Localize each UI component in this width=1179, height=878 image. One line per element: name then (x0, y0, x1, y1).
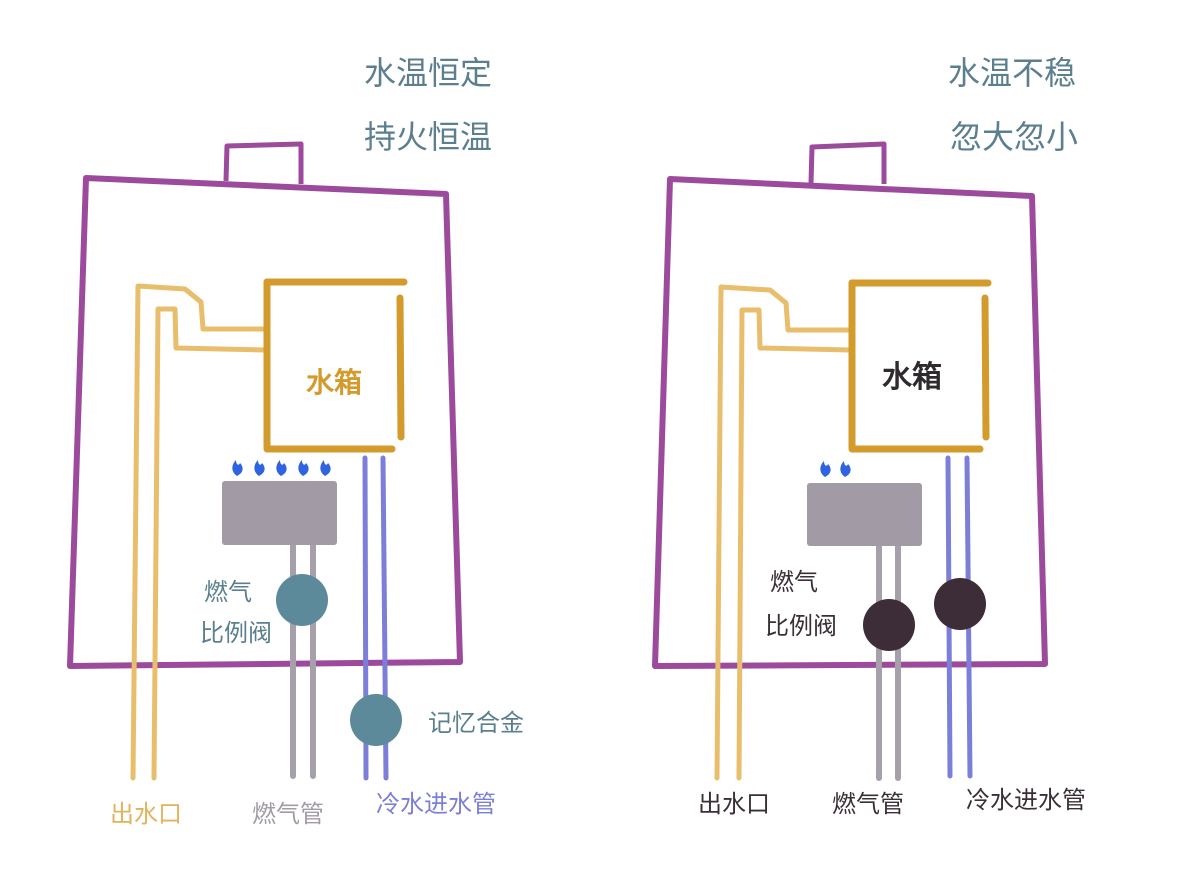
right-gas-pipe-label: 燃气管 (832, 790, 904, 818)
right-burner (807, 483, 922, 546)
right-tank-label: 水箱 (882, 360, 942, 395)
left-water-valve-label: 记忆合金 (428, 709, 524, 737)
left-gas-valve (276, 574, 328, 626)
right-outlet-label: 出水口 (698, 790, 770, 818)
left-water-tank: 水箱 (263, 278, 408, 453)
flame-icon (276, 460, 287, 476)
left-burner (222, 481, 337, 545)
left-heater: 水箱 水温恒定 持火恒温 燃气 比例阀 记忆合金 出水口 燃气管 冷水进水管 (67, 54, 524, 828)
right-outlet-pipe-inner (736, 307, 853, 781)
left-tank-label: 水箱 (306, 366, 362, 399)
right-outlet-pipe-outer (714, 284, 853, 781)
right-heading-line1: 水温不稳 (948, 54, 1076, 92)
left-outlet-pipe-outer (130, 283, 268, 781)
right-inlet-label: 冷水进水管 (966, 786, 1086, 814)
left-chimney (223, 141, 304, 184)
left-gas-pipe-label: 燃气管 (252, 800, 324, 828)
left-outlet-label: 出水口 (110, 800, 182, 828)
flame-icon (820, 461, 831, 477)
right-frame (652, 176, 1048, 669)
left-water-valve (350, 694, 402, 746)
right-gas-valve-label-line2: 比例阀 (765, 612, 837, 640)
right-gas-valve (863, 599, 915, 651)
left-frame (67, 175, 463, 669)
left-heading-line1: 水温恒定 (364, 54, 492, 92)
right-heater: 水箱 水温不稳 忽大忽小 燃气 比例阀 出水口 燃气管 冷水进水管 (652, 54, 1086, 818)
left-inlet-label: 冷水进水管 (376, 790, 496, 818)
right-chimney (808, 141, 887, 184)
flame-icon (320, 460, 331, 476)
flame-icon (254, 460, 265, 476)
flame-icon (298, 460, 309, 476)
right-water-valve (934, 578, 986, 630)
right-water-tank: 水箱 (848, 279, 992, 453)
flame-icon (232, 460, 243, 476)
left-flames (232, 460, 331, 476)
right-heading-line2: 忽大忽小 (950, 118, 1078, 156)
flame-icon (840, 461, 851, 477)
left-gas-valve-label-line1: 燃气 (204, 578, 252, 606)
left-gas-valve-label-line2: 比例阀 (200, 619, 272, 647)
right-gas-valve-label-line1: 燃气 (770, 568, 818, 596)
left-heading-line2: 持火恒温 (364, 118, 492, 156)
left-outlet-pipe-inner (151, 306, 268, 781)
right-flames (820, 461, 851, 477)
